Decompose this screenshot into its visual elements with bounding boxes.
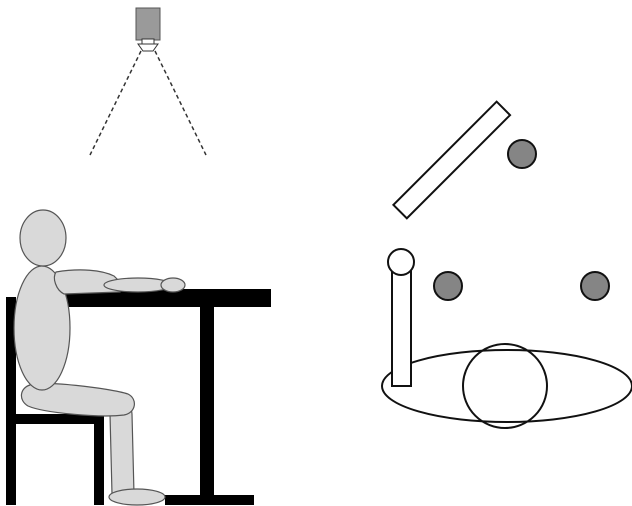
arm-forearm-segment	[391, 269, 412, 387]
marker-right	[580, 271, 610, 301]
desk	[62, 289, 271, 505]
marker-left	[433, 271, 463, 301]
person-foot	[108, 488, 166, 506]
fov-right-line	[154, 50, 207, 156]
chair-back	[6, 297, 16, 505]
person-thigh	[20, 382, 135, 417]
seated-person	[13, 209, 186, 506]
camera-mount	[141, 38, 155, 45]
camera-lens	[137, 43, 159, 52]
head-circle	[462, 343, 548, 429]
fov-left-line	[89, 50, 142, 156]
top-view-panel	[381, 100, 632, 429]
camera-body	[135, 7, 161, 41]
arm-upper-segment	[391, 100, 512, 220]
person-head	[19, 209, 67, 267]
person-hand	[160, 277, 186, 293]
desk-foot	[165, 495, 254, 505]
desk-top	[62, 289, 271, 307]
desk-leg	[200, 300, 214, 500]
chair-front-leg	[94, 414, 104, 505]
chair	[6, 297, 104, 505]
camera-field-of-view	[89, 50, 207, 156]
torso-ellipse	[381, 349, 632, 423]
overhead-camera	[135, 7, 161, 52]
chair-seat	[14, 414, 104, 424]
side-view-panel	[6, 7, 271, 506]
shoulder-joint	[387, 248, 415, 276]
marker-wrist	[507, 139, 537, 169]
